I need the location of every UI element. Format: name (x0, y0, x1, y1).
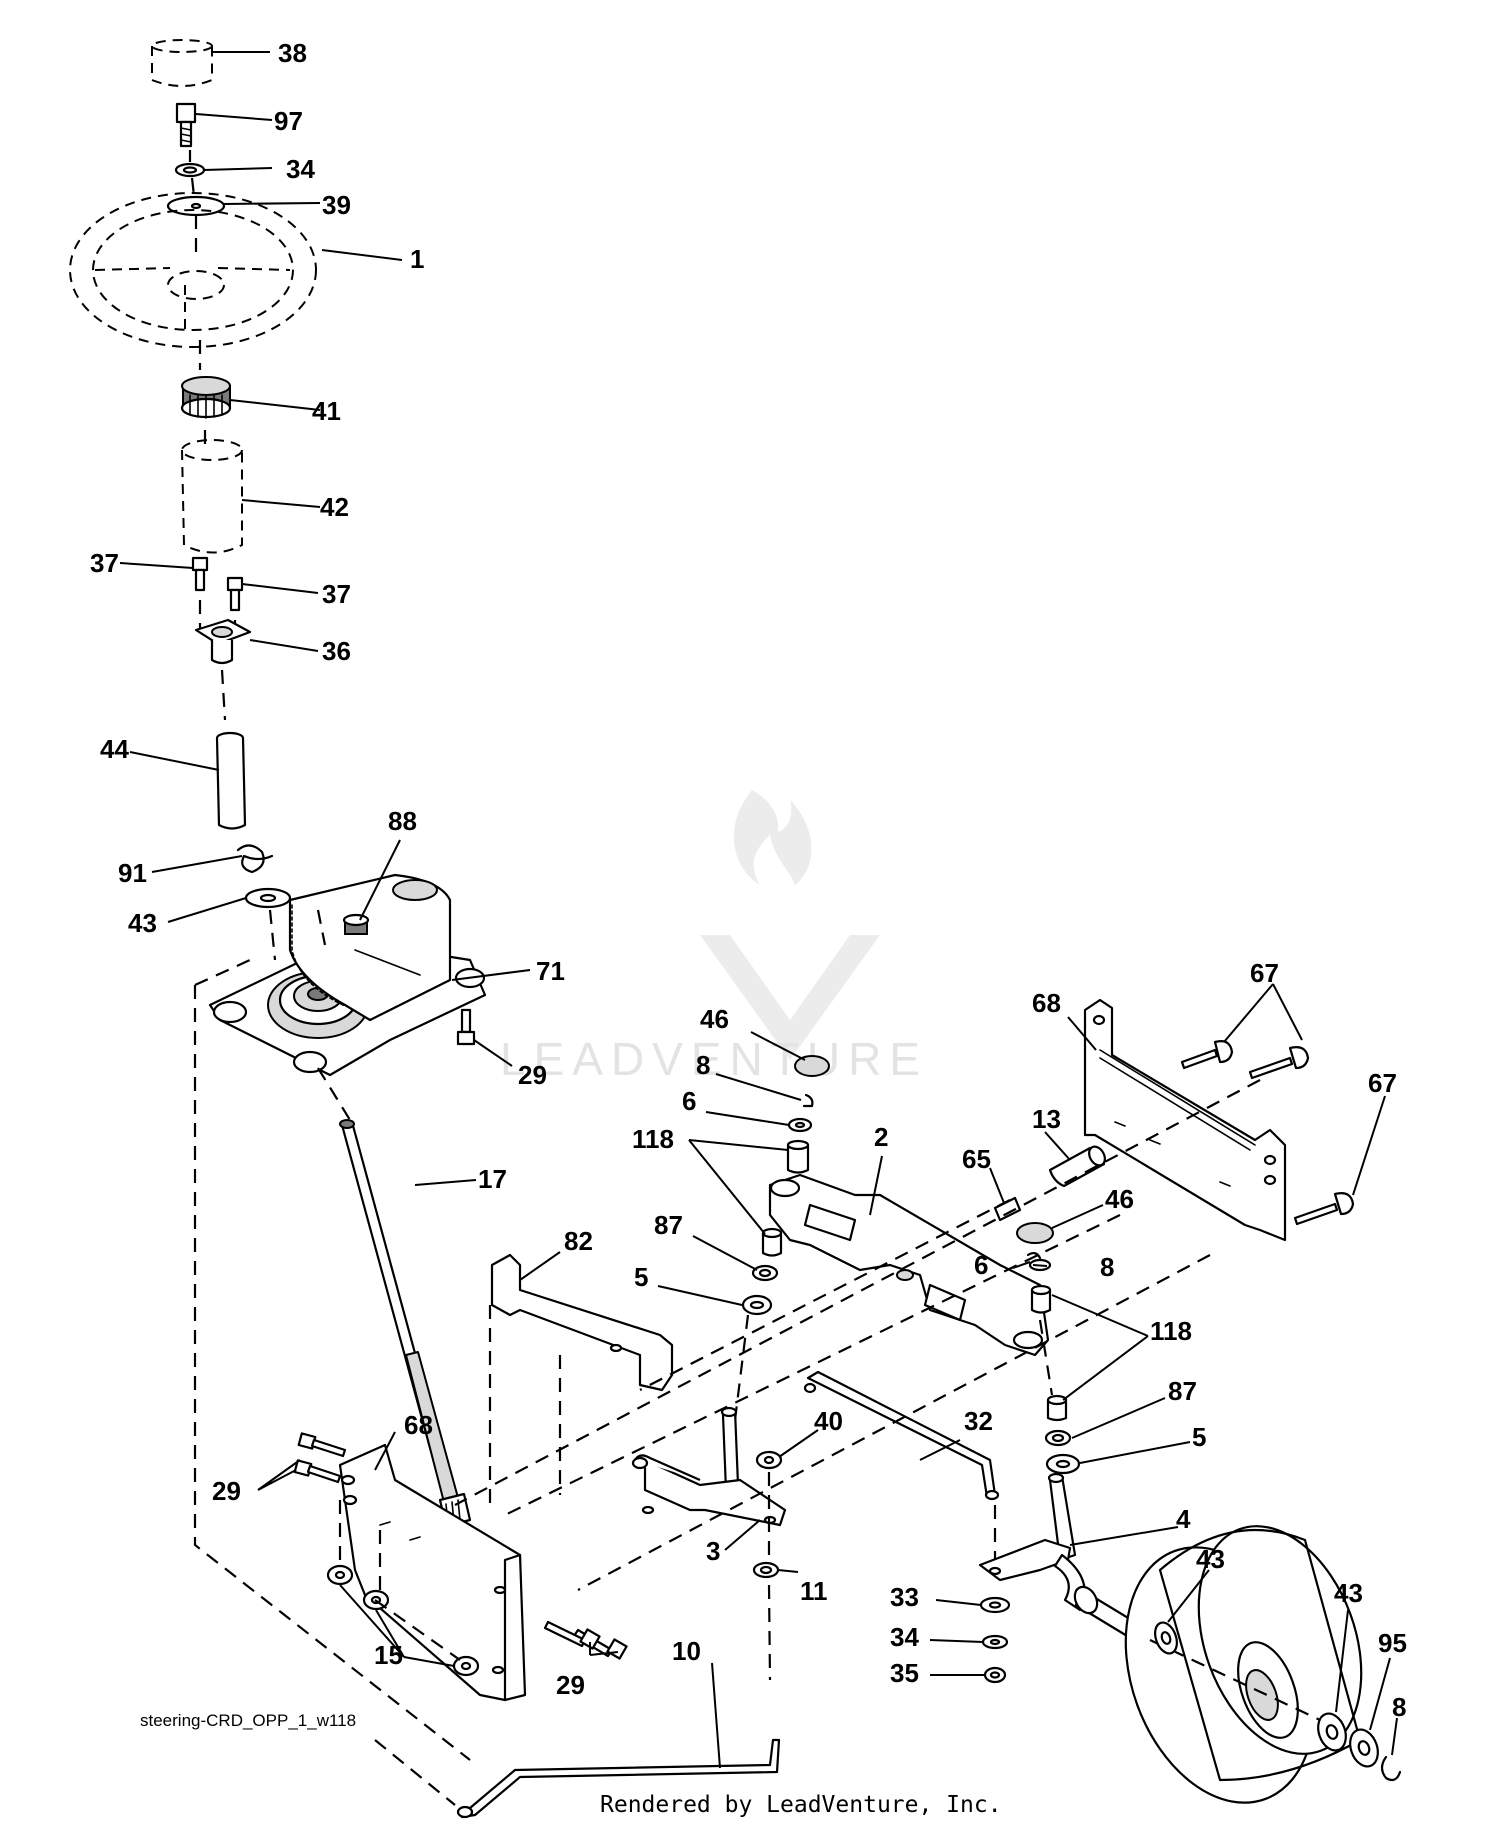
steering-gear-assembly (208, 873, 487, 1528)
callout-8a: 8 (696, 1050, 710, 1080)
leader-lines (119, 51, 1398, 1769)
callout-38: 38 (278, 38, 307, 68)
callout-8c: 8 (1392, 1692, 1406, 1722)
callout-118b: 118 (1150, 1316, 1192, 1346)
watermark-text: LEADVENTURE (500, 1033, 928, 1085)
callout-1: 1 (410, 244, 424, 274)
leadventure-watermark: LEADVENTURE (500, 790, 928, 1085)
v-logo-icon (700, 935, 880, 1060)
diagram-caption: steering-CRD_OPP_1_w118 (140, 1711, 356, 1730)
callout-35: 35 (890, 1658, 919, 1688)
callout-15: 15 (374, 1640, 403, 1670)
callout-97: 97 (274, 106, 303, 136)
callout-3: 3 (706, 1536, 720, 1566)
callout-34b: 34 (890, 1622, 919, 1652)
callout-43c: 43 (1334, 1578, 1363, 1608)
footer-credit: Rendered by LeadVenture, Inc. (600, 1792, 1002, 1818)
callout-10: 10 (672, 1636, 701, 1666)
callout-29c: 29 (556, 1670, 585, 1700)
callout-71: 71 (536, 956, 565, 986)
callout-34: 34 (286, 154, 315, 184)
right-bracket-wheel-group (1083, 998, 1402, 1804)
callout-5b: 5 (1192, 1422, 1206, 1452)
callout-68a: 68 (1032, 988, 1061, 1018)
callout-13: 13 (1032, 1104, 1061, 1134)
callout-32: 32 (964, 1406, 993, 1436)
callout-68b: 68 (404, 1410, 433, 1440)
callout-95: 95 (1378, 1628, 1407, 1658)
callout-67b: 67 (1368, 1068, 1397, 1098)
callout-87b: 87 (1168, 1376, 1197, 1406)
callout-4: 4 (1176, 1504, 1191, 1534)
callout-88: 88 (388, 806, 417, 836)
callout-67a: 67 (1250, 958, 1279, 988)
callout-5a: 5 (634, 1262, 648, 1292)
callout-6b: 6 (974, 1250, 988, 1280)
callout-33: 33 (890, 1582, 919, 1612)
callout-6a: 6 (682, 1086, 696, 1116)
left-brackets-group (293, 1253, 674, 1702)
callout-42: 42 (320, 492, 349, 522)
callout-46b: 46 (1105, 1184, 1134, 1214)
callout-8b: 8 (1100, 1252, 1114, 1282)
callout-11: 11 (800, 1576, 828, 1606)
callout-17: 17 (478, 1164, 507, 1194)
callout-118a: 118 (632, 1124, 674, 1154)
callout-39: 39 (322, 190, 351, 220)
callout-82: 82 (564, 1226, 593, 1256)
callout-37a: 37 (90, 548, 119, 578)
callout-43a: 43 (128, 908, 157, 938)
reference-outline (193, 958, 471, 1761)
callout-87a: 87 (654, 1210, 683, 1240)
callout-40: 40 (814, 1406, 843, 1436)
steering-column-group (69, 39, 317, 961)
callout-44: 44 (100, 734, 129, 764)
alignment-lines (338, 1079, 1261, 1661)
callout-46a: 46 (700, 1004, 729, 1034)
callout-29b: 29 (212, 1476, 241, 1506)
callout-2: 2 (874, 1122, 888, 1152)
callout-36: 36 (322, 636, 351, 666)
callout-29a: 29 (518, 1060, 547, 1090)
callout-43b: 43 (1196, 1544, 1225, 1574)
callout-37b: 37 (322, 579, 351, 609)
flame-logo-icon (733, 790, 812, 885)
callout-65: 65 (962, 1144, 991, 1174)
callout-41: 41 (312, 396, 341, 426)
callout-labels: 38 97 34 39 1 41 42 37 37 36 44 88 91 43… (90, 38, 1407, 1722)
callout-91: 91 (118, 858, 147, 888)
